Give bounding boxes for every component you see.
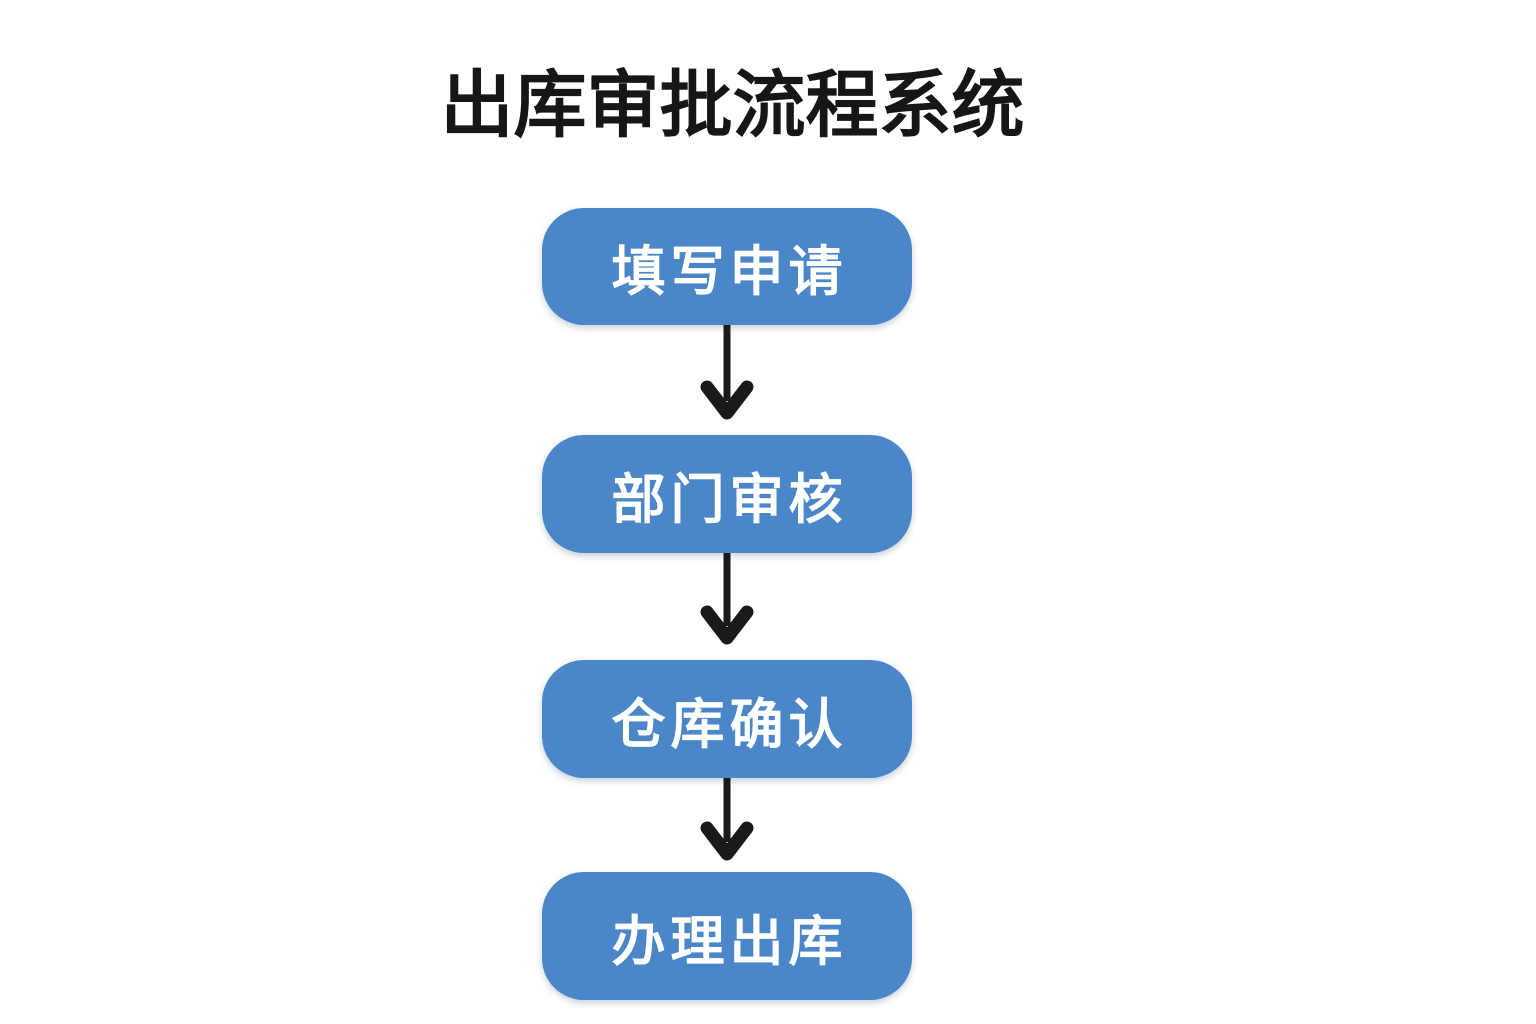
flow-step-label: 仓库确认	[611, 694, 848, 755]
arrow-down-icon	[695, 778, 759, 862]
arrow-down-icon	[695, 553, 759, 646]
flow-step-label: 部门审核	[611, 469, 848, 530]
flow-step-label: 填写申请	[611, 242, 848, 302]
flow-step-process-outbound: 办理出库	[542, 872, 912, 1000]
flow-step-label: 办理出库	[611, 911, 848, 972]
page-title: 出库审批流程系统	[440, 65, 1025, 146]
flow-step-fill-application: 填写申请	[542, 208, 912, 325]
arrow-down-icon	[695, 325, 759, 421]
flow-step-warehouse-confirm: 仓库确认	[542, 660, 912, 778]
flow-step-department-review: 部门审核	[542, 435, 912, 553]
